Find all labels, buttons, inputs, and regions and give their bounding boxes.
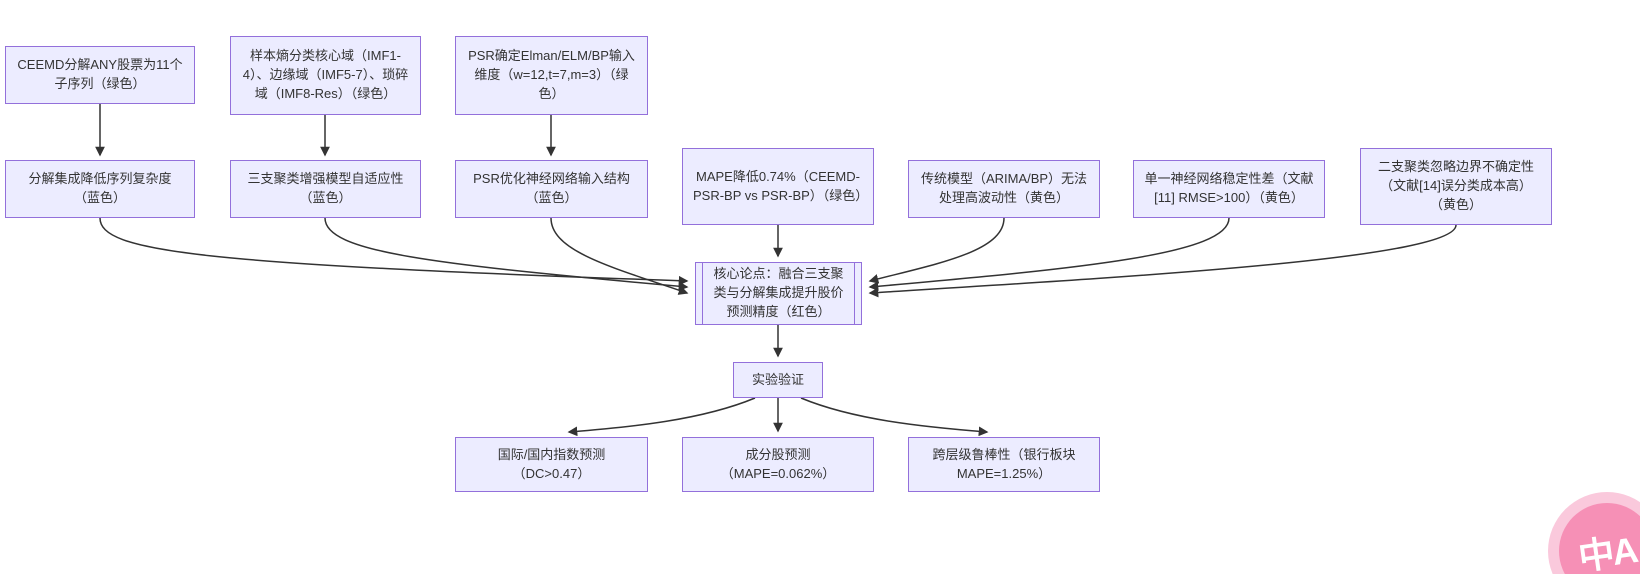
translate-badge[interactable]: 中A [1548,492,1640,574]
node-index-prediction-result: 国际/国内指数预测（DC>0.47） [455,437,648,492]
node-label: 国际/国内指数预测（DC>0.47） [497,446,606,481]
node-label: 三支聚类增强模型自适应性（蓝色） [247,171,404,205]
edge-twoway-core [868,224,1457,298]
edge-experiment-indexpred [567,397,756,437]
edge-threeway-core [324,217,689,292]
node-label: 样本熵分类核心域（IMF1-4）、边缘域（IMF5-7）、琐碎域（IMF8-Re… [242,48,409,101]
node-label: 传统模型（ARIMA/BP）无法处理高波动性（黄色） [920,171,1088,205]
node-cross-level-robustness-result: 跨层级鲁棒性（银行板块 MAPE=1.25%） [908,437,1100,492]
node-label: CEEMD分解ANY股票为11个子序列（绿色） [17,57,183,91]
edge-psrstruct-core [550,217,689,295]
node-core-thesis: 核心论点：融合三支聚类与分解集成提升股价预测精度（红色） [695,262,862,325]
node-label: MAPE降低0.74%（CEEMD-PSR-BP vs PSR-BP）（绿色） [693,168,869,203]
node-decomposition-complexity: 分解集成降低序列复杂度（蓝色） [5,160,195,218]
node-label: 核心论点：融合三支聚类与分解集成提升股价预测精度（红色） [713,266,844,319]
node-label: 跨层级鲁棒性（银行板块 MAPE=1.25%） [932,446,1076,481]
node-three-way-clustering-adaptivity: 三支聚类增强模型自适应性（蓝色） [230,160,421,218]
node-label: PSR确定Elman/ELM/BP输入维度（w=12,t=7,m=3）（绿色） [468,48,635,101]
edge-experiment-robustness [800,397,989,437]
node-psr-input-dimension: PSR确定Elman/ELM/BP输入维度（w=12,t=7,m=3）（绿色） [455,36,648,115]
node-label: 分解集成降低序列复杂度（蓝色） [28,171,172,205]
node-label: 成分股预测（MAPE=0.062%） [720,446,836,481]
node-sample-entropy-domains: 样本熵分类核心域（IMF1-4）、边缘域（IMF5-7）、琐碎域（IMF8-Re… [230,36,421,115]
node-label: 二支聚类忽略边界不确定性（文献[14]误分类成本高）（黄色） [1377,159,1534,212]
edge-traditional-core [868,217,1005,284]
translate-icon: 中A [1575,529,1639,574]
node-traditional-model-limitation: 传统模型（ARIMA/BP）无法处理高波动性（黄色） [908,160,1100,218]
translate-badge-icon[interactable]: 中A [1559,503,1640,574]
node-label: 实验验证 [751,371,804,387]
node-two-way-clustering-limitation: 二支聚类忽略边界不确定性（文献[14]误分类成本高）（黄色） [1360,148,1552,225]
node-ceemd-decomposition: CEEMD分解ANY股票为11个子序列（绿色） [5,46,195,104]
node-label: PSR优化神经网络输入结构（蓝色） [473,171,630,205]
node-mape-reduction: MAPE降低0.74%（CEEMD-PSR-BP vs PSR-BP）（绿色） [682,148,874,225]
node-label: 单一神经网络稳定性差（文献[11] RMSE>100）（黄色） [1144,171,1314,205]
edge-singlenn-core [868,217,1230,292]
node-constituent-stock-result: 成分股预测（MAPE=0.062%） [682,437,874,492]
edge-decomp-core [99,217,689,286]
node-psr-input-structure: PSR优化神经网络输入结构（蓝色） [455,160,648,218]
node-single-nn-instability: 单一神经网络稳定性差（文献[11] RMSE>100）（黄色） [1133,160,1325,218]
node-experimental-validation: 实验验证 [733,362,823,398]
